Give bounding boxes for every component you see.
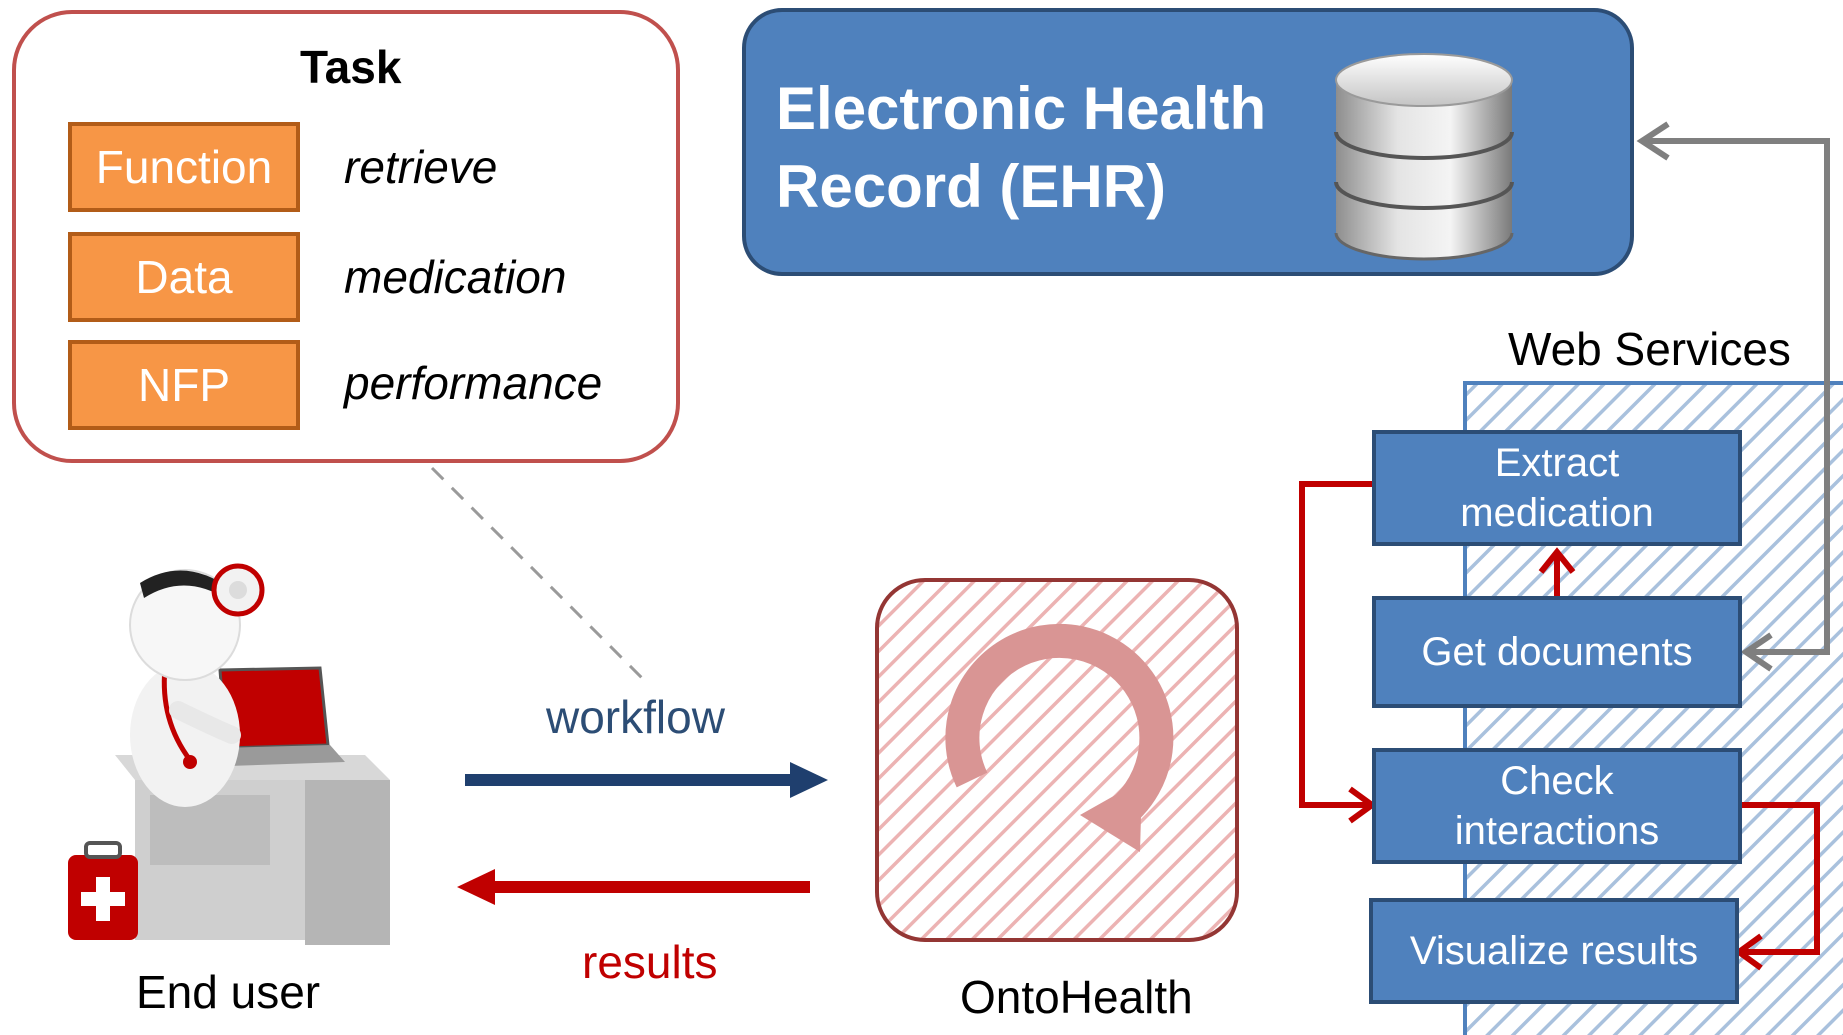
service-get-documents: Get documents [1372, 596, 1742, 708]
refresh-icon [945, 623, 1174, 852]
task-key-data: Data [68, 232, 300, 322]
workflow-arrow [465, 762, 828, 798]
ontohealth-label: OntoHealth [960, 971, 1193, 1023]
task-connector-line [430, 466, 644, 680]
task-value-nfp: performance [344, 357, 603, 409]
doctor-at-computer-illustration [68, 563, 390, 945]
web-services-label: Web Services [1508, 323, 1791, 375]
service-flow-arrows [1299, 481, 1820, 971]
results-label: results [582, 936, 718, 988]
service-check-interactions: Check interactions [1372, 748, 1742, 864]
task-value-function: retrieve [344, 141, 498, 193]
end-user-label: End user [136, 966, 321, 1018]
service-visualize-results: Visualize results [1369, 898, 1739, 1004]
workflow-label: workflow [546, 691, 725, 743]
ehr-title: Electronic Health Record (EHR) [776, 70, 1266, 226]
task-value-data: medication [344, 251, 567, 303]
service-extract-medication: Extract medication [1372, 430, 1742, 546]
task-title: Task [300, 41, 402, 93]
ehr-link-arrow [1636, 121, 1830, 672]
task-key-function: Function [68, 122, 300, 212]
task-key-nfp: NFP [68, 340, 300, 430]
ehr-title-line1: Electronic Health [776, 75, 1267, 142]
results-arrow [457, 869, 810, 905]
ehr-title-line2: Record (EHR) [776, 153, 1167, 220]
database-icon [1334, 53, 1514, 261]
